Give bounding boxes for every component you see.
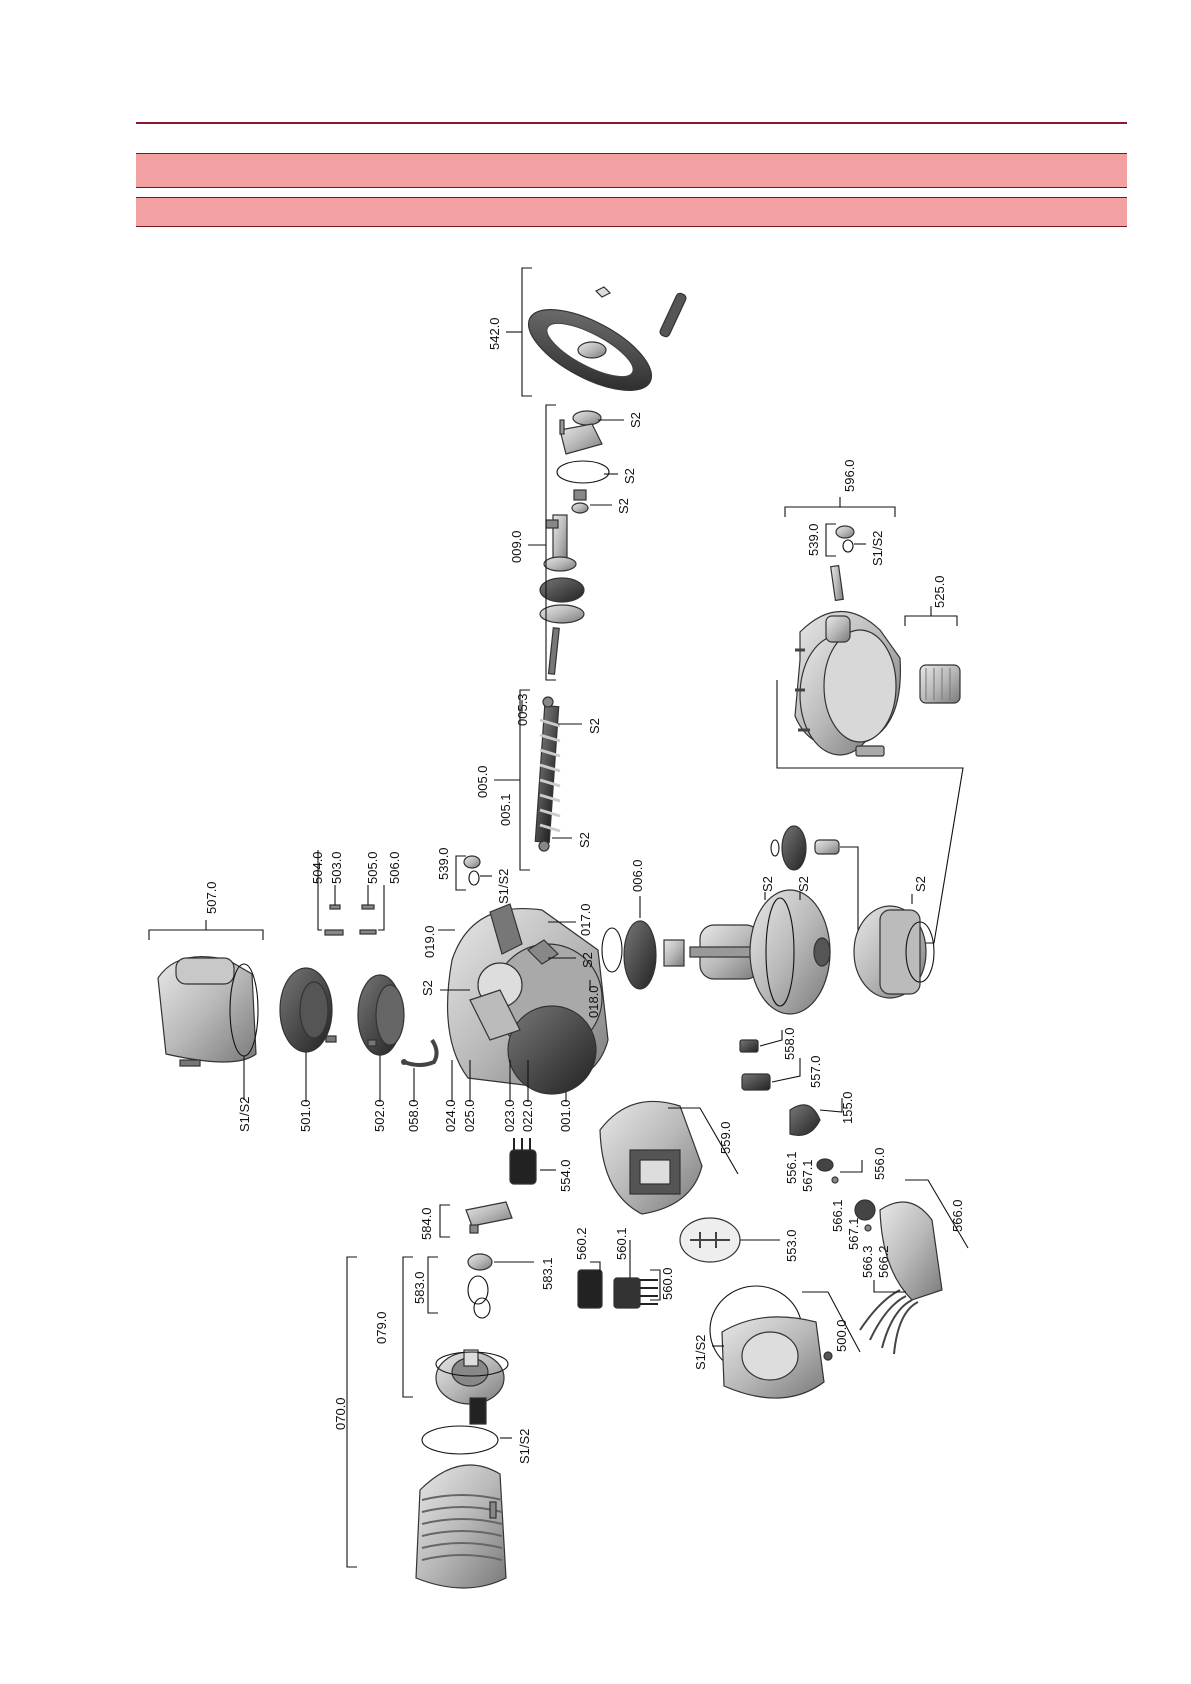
- label-079-0: 079.0: [374, 1311, 389, 1344]
- label-s1s2-e: S1/S2: [693, 1335, 708, 1370]
- label-005-0: 005.0: [475, 765, 490, 798]
- label-539-0-b: 539.0: [806, 523, 821, 556]
- circuit-board-icon: [599, 1100, 703, 1215]
- label-553-0: 553.0: [784, 1229, 799, 1262]
- shaft-icon: [539, 410, 610, 675]
- label-s2-d: S2: [587, 718, 602, 734]
- label-567-1-a: 567.1: [800, 1159, 815, 1192]
- spring-icon: [467, 1253, 493, 1319]
- label-506-0: 506.0: [387, 851, 402, 884]
- label-525-0: 525.0: [932, 575, 947, 608]
- plug-icon: [829, 525, 855, 602]
- label-018-0: 018.0: [586, 985, 601, 1018]
- label-539-0-a: 539.0: [436, 847, 451, 880]
- label-500-0: 500.0: [834, 1319, 849, 1352]
- header-band-title: [136, 153, 1127, 188]
- label-566-2: 566.2: [876, 1245, 891, 1278]
- label-006-0: 006.0: [630, 859, 645, 892]
- label-s1s2-b: S1/S2: [870, 531, 885, 566]
- cable-icon: [401, 1038, 439, 1067]
- label-s2-i: S2: [796, 876, 811, 892]
- label-567-1-b: 567.1: [846, 1217, 861, 1250]
- cover-icon: [709, 1285, 833, 1399]
- label-583-1: 583.1: [540, 1257, 555, 1290]
- label-554-0: 554.0: [558, 1159, 573, 1192]
- label-505-0: 505.0: [365, 851, 380, 884]
- label-503-0: 503.0: [329, 851, 344, 884]
- label-542-0: 542.0: [487, 317, 502, 350]
- plug-icon: [463, 855, 481, 886]
- label-070-0: 070.0: [333, 1397, 348, 1430]
- label-556-0: 556.0: [872, 1147, 887, 1180]
- label-024-0: 024.0: [443, 1099, 458, 1132]
- label-s2-j: S2: [913, 876, 928, 892]
- label-s2-h: S2: [760, 876, 775, 892]
- label-596-0: 596.0: [842, 459, 857, 492]
- gear-icon: [601, 889, 831, 1015]
- label-557-0: 557.0: [808, 1055, 823, 1088]
- cover-icon: [157, 955, 259, 1067]
- label-560-0: 560.0: [660, 1267, 675, 1300]
- gear-icon: [279, 967, 405, 1056]
- label-566-0: 566.0: [950, 1199, 965, 1232]
- spring-shaft-icon: [534, 696, 561, 852]
- label-584-0: 584.0: [419, 1207, 434, 1240]
- gear-icon: [770, 825, 840, 871]
- housing-icon: [853, 905, 935, 999]
- housing-icon: [794, 610, 902, 757]
- label-s2-b: S2: [622, 468, 637, 484]
- bushing-icon: [919, 664, 961, 704]
- handwheel-icon: [527, 286, 687, 391]
- screw-icon: [324, 904, 377, 936]
- label-155-0: 155.0: [840, 1091, 855, 1124]
- motor-icon: [415, 1349, 509, 1589]
- indicator-disk-icon: [679, 1217, 741, 1263]
- housing-icon: [446, 903, 609, 1095]
- label-s2-e: S2: [577, 832, 592, 848]
- label-058-0: 058.0: [406, 1099, 421, 1132]
- potentiometer-icon: [854, 1199, 943, 1355]
- label-009-0: 009.0: [509, 530, 524, 563]
- label-019-0: 019.0: [422, 925, 437, 958]
- label-502-0: 502.0: [372, 1099, 387, 1132]
- switch-icon: [577, 1269, 658, 1309]
- label-501-0: 501.0: [298, 1099, 313, 1132]
- header-rule: [136, 122, 1127, 124]
- label-023-0: 023.0: [502, 1099, 517, 1132]
- label-017-0: 017.0: [578, 903, 593, 936]
- label-s2-a: S2: [628, 412, 643, 428]
- label-566-1: 566.1: [830, 1199, 845, 1232]
- label-025-0: 025.0: [462, 1099, 477, 1132]
- label-005-3: 005.3: [515, 693, 530, 726]
- switch-icon: [739, 1039, 839, 1184]
- label-560-1: 560.1: [614, 1227, 629, 1260]
- label-s2-f: S2: [580, 952, 595, 968]
- label-s2-g: S2: [420, 980, 435, 996]
- label-583-0: 583.0: [412, 1271, 427, 1304]
- label-005-1: 005.1: [498, 793, 513, 826]
- label-s1s2-c: S1/S2: [237, 1097, 252, 1132]
- label-s1s2-d: S1/S2: [517, 1429, 532, 1464]
- label-507-0: 507.0: [204, 881, 219, 914]
- header-band-subtitle: [136, 197, 1127, 227]
- label-022-0: 022.0: [520, 1099, 535, 1132]
- label-001-0: 001.0: [558, 1099, 573, 1132]
- label-559-0: 559.0: [718, 1121, 733, 1154]
- label-s1s2-a: S1/S2: [496, 869, 511, 904]
- plug-icon: [509, 1138, 537, 1185]
- label-560-2: 560.2: [574, 1227, 589, 1260]
- label-s2-c: S2: [616, 498, 631, 514]
- label-566-3: 566.3: [860, 1245, 875, 1278]
- label-558-0: 558.0: [782, 1027, 797, 1060]
- label-556-1: 556.1: [784, 1151, 799, 1184]
- bracket-icon: [465, 1201, 513, 1234]
- label-504-0: 504.0: [310, 851, 325, 884]
